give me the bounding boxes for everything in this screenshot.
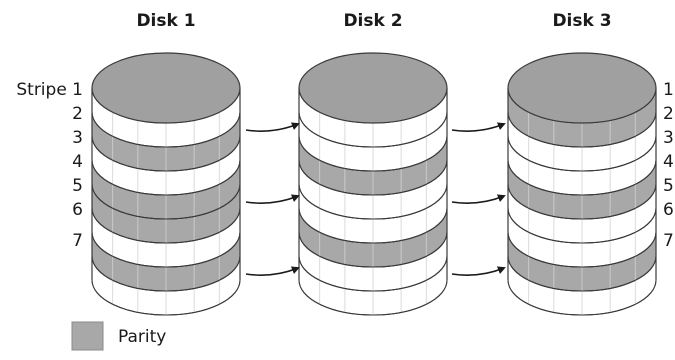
band-separator (507, 231, 657, 268)
band-separator (298, 231, 448, 268)
band-separator (298, 111, 448, 148)
band-separator (91, 159, 241, 196)
disk-1-cylinder (91, 52, 241, 316)
disk-title-2: Disk 2 (343, 11, 402, 31)
transfer-arrow (451, 194, 506, 204)
band-separator (298, 135, 448, 172)
band-separator (507, 159, 657, 196)
disk-title-1: Disk 1 (136, 11, 195, 31)
stripe-label-left-4: 4 (72, 152, 83, 172)
band-separator (298, 279, 448, 316)
stripe-label-right-3: 3 (663, 128, 674, 148)
band-separator (507, 111, 657, 148)
legend-parity-swatch (71, 321, 104, 351)
band-separator (91, 231, 241, 268)
stripe-label-right-5: 5 (663, 176, 674, 196)
stripe-label-left-6: 6 (72, 200, 83, 220)
disk-2-cylinder (298, 52, 448, 316)
arrows (245, 122, 506, 276)
stripe-label-right-6: 6 (663, 200, 674, 220)
stripe-label-right-2: 2 (663, 104, 674, 124)
transfer-arrow (451, 122, 506, 132)
band-separator (91, 183, 241, 220)
band-separator (507, 279, 657, 316)
band-separator (91, 255, 241, 292)
stripe-label-left-2: 2 (72, 104, 83, 124)
transfer-arrow (245, 194, 300, 204)
disk-top-face (298, 52, 448, 124)
band-separator (507, 255, 657, 292)
stripe-label-right-7: 7 (663, 231, 674, 251)
stripe-label-left-5: 5 (72, 176, 83, 196)
disk-top-face (507, 52, 657, 124)
band-separator (91, 279, 241, 316)
band-separator (507, 207, 657, 244)
transfer-arrow (245, 266, 300, 276)
band-separator (507, 135, 657, 172)
band-separator (91, 207, 241, 244)
transfer-arrow (451, 266, 506, 276)
disk-top-face (91, 52, 241, 124)
stripe-label-left-3: 3 (72, 128, 83, 148)
stripe-label-right-1: 1 (663, 80, 674, 100)
band-separator (507, 183, 657, 220)
band-separator (298, 159, 448, 196)
band-separator (91, 111, 241, 148)
stripe-label-left-1: Stripe 1 (16, 80, 83, 100)
band-separator (298, 255, 448, 292)
stripe-label-left-7: 7 (72, 231, 83, 251)
band-separator (298, 183, 448, 220)
transfer-arrow (245, 122, 300, 132)
stripe-label-right-4: 4 (663, 152, 674, 172)
disk-3-cylinder (507, 52, 657, 316)
disk-title-3: Disk 3 (552, 11, 611, 31)
band-separator (298, 207, 448, 244)
legend-parity-label: Parity (118, 327, 166, 347)
band-separator (91, 135, 241, 172)
